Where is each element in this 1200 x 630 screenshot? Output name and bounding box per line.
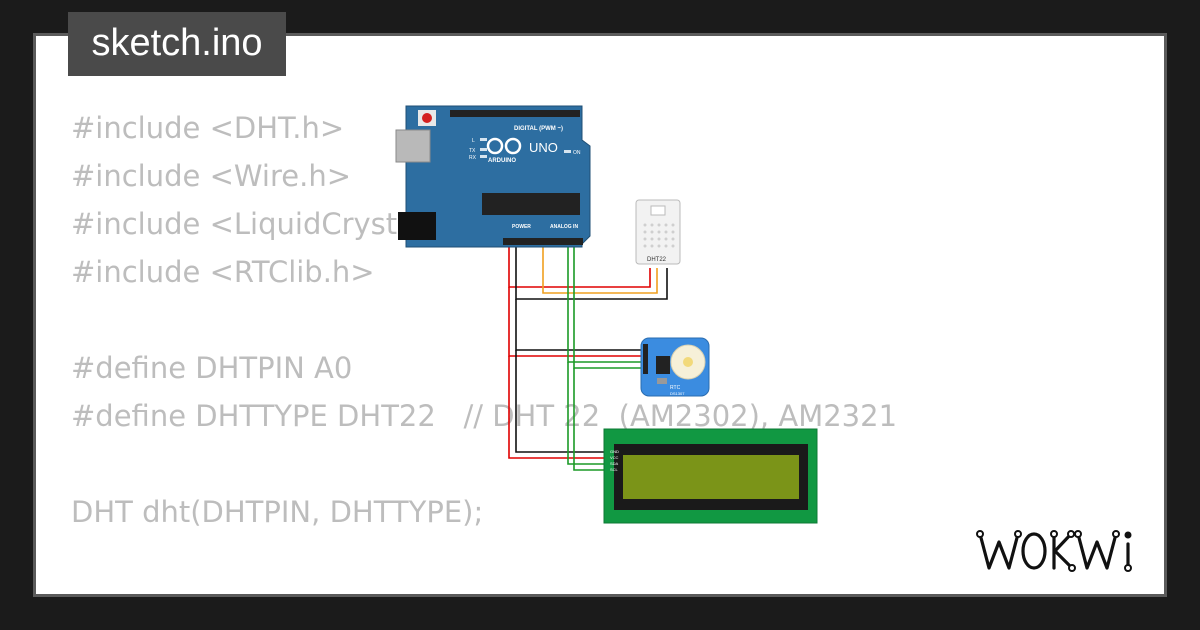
rtc-module[interactable]: RTC DS1307 xyxy=(640,337,710,397)
battery-contact xyxy=(683,357,693,367)
led-on xyxy=(564,150,571,153)
rtc-chip xyxy=(656,356,670,374)
wire-dht-gnd[interactable] xyxy=(515,245,668,300)
arduino-logo-icon xyxy=(486,137,522,155)
wire-lcd-vcc[interactable] xyxy=(508,356,607,459)
wire-rtc-sda[interactable] xyxy=(567,245,644,363)
microcontroller-chip xyxy=(482,193,580,215)
lcd-pin-gnd: GND xyxy=(610,449,619,454)
sensor-grille xyxy=(643,223,675,248)
code-line: #include <Wire.h> xyxy=(71,159,352,193)
rtc-crystal xyxy=(657,378,667,384)
label-on: ON xyxy=(573,150,581,156)
code-line: #include <DHT.h> xyxy=(71,111,345,145)
digital-label: DIGITAL (PWM ~) xyxy=(514,126,563,132)
lcd-pin-vcc: VCC xyxy=(610,455,619,460)
led-rx xyxy=(480,155,487,158)
code-line: #define DHTPIN A0 xyxy=(71,351,353,385)
usb-port xyxy=(395,129,431,163)
rtc-header xyxy=(643,344,648,374)
power-header xyxy=(503,238,547,245)
wire-lcd-scl[interactable] xyxy=(573,368,607,471)
digital-header xyxy=(450,110,580,117)
lcd-pin-scl: SCL xyxy=(610,467,619,472)
lcd-pin-sda: SDA xyxy=(610,461,619,466)
power-label: POWER xyxy=(512,224,531,230)
board-brand: ARDUINO xyxy=(488,158,516,164)
wires xyxy=(508,245,668,471)
label-rx: RX xyxy=(469,155,477,161)
dht22-sensor[interactable]: DHT22 xyxy=(635,199,681,265)
wire-rtc-gnd[interactable] xyxy=(515,299,644,351)
wire-lcd-gnd[interactable] xyxy=(515,350,607,453)
wire-rtc-vcc[interactable] xyxy=(508,287,644,357)
led-l xyxy=(480,138,487,141)
led-tx xyxy=(480,148,487,151)
lcd-screen xyxy=(623,455,799,499)
arduino-uno[interactable]: DIGITAL (PWM ~) UNO ARDUINO L TX RX ON P… xyxy=(395,105,591,248)
analog-header xyxy=(538,238,583,245)
code-line: DHT dht(DHTPIN, DHTTYPE); xyxy=(71,495,484,529)
preview-card: #include <DHT.h> #include <Wire.h> #includ… xyxy=(33,33,1167,597)
code-line: LiquidCrystal_I2C lcd(0x27, 16, 2); xyxy=(71,584,897,594)
analog-label: ANALOG IN xyxy=(550,224,578,230)
wire-dht-data[interactable] xyxy=(542,245,658,294)
power-jack xyxy=(398,212,436,240)
label-l: L xyxy=(472,138,475,144)
label-tx: TX xyxy=(469,148,476,154)
code-line: #define DHTTYPE DHT22 // DHT 22 (AM2302)… xyxy=(71,399,898,433)
lcd-display[interactable]: GND VCC SDA SCL xyxy=(603,428,818,524)
wokwi-logo xyxy=(976,530,1132,572)
sensor-label: DHT22 xyxy=(647,257,667,263)
file-tab[interactable]: sketch.ino xyxy=(68,12,286,76)
wire-dht-vcc[interactable] xyxy=(508,245,651,288)
code-line: #include <RTClib.h> xyxy=(71,255,375,289)
board-model: UNO xyxy=(529,140,558,155)
rtc-chip-label: DS1307 xyxy=(670,391,685,396)
wire-lcd-sda[interactable] xyxy=(567,362,607,465)
rtc-label: RTC xyxy=(670,385,681,391)
